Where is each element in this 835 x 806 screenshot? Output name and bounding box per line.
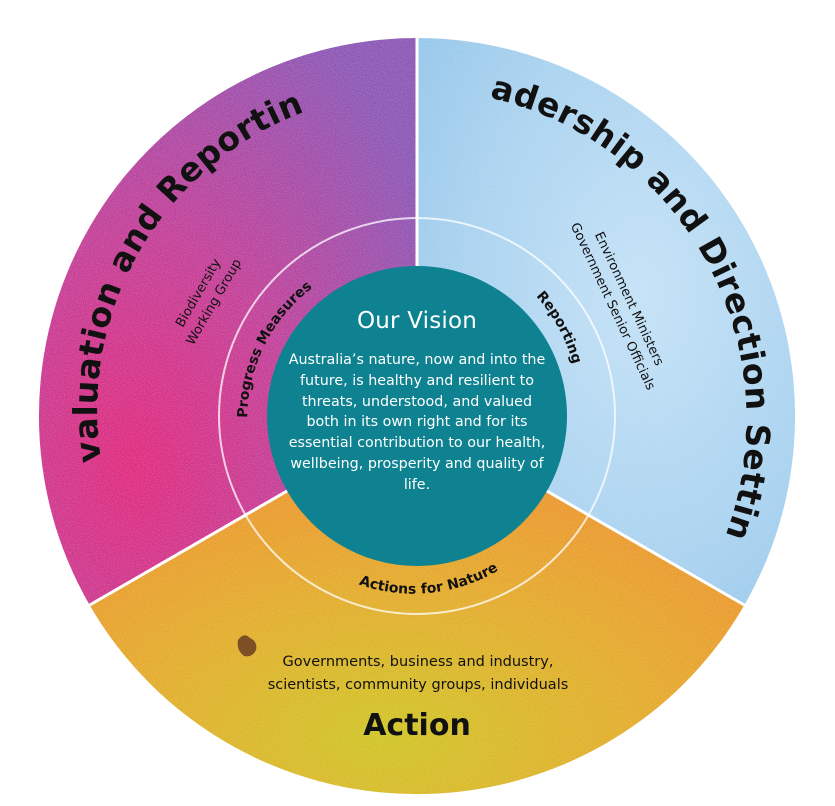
inner-ring [218,217,616,615]
vision-title: Our Vision [356,308,478,334]
paint-speck [237,635,257,657]
vision-statement: Australia’s nature, now and into the fut… [288,352,546,493]
action-title: Action [363,708,471,743]
action-participants-line1: Governments, business and industry, [283,654,554,670]
action-participants-line2: scientists, community groups, individual… [268,677,569,693]
vision-circle [267,266,567,566]
vision-block: Our Vision Australia’s nature, now and i… [267,286,567,528]
